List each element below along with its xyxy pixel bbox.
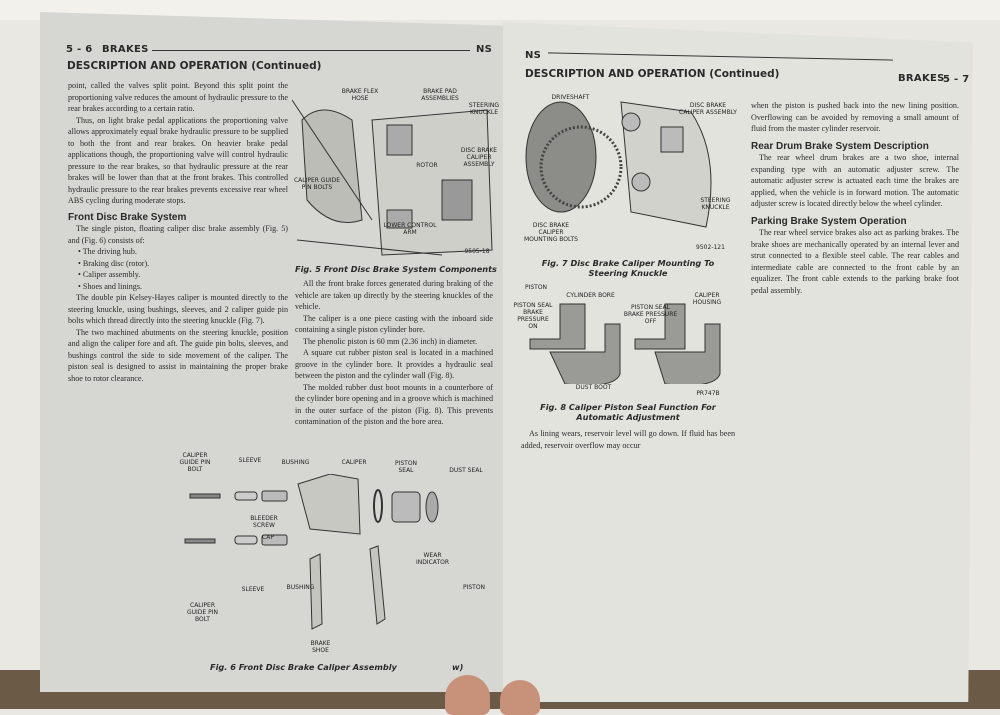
fig7-illustration bbox=[525, 101, 712, 228]
paragraph: when the piston is pushed back into the … bbox=[751, 101, 959, 133]
fig5-label: BRAKE PAD ASSEMBLIES bbox=[421, 88, 459, 102]
fig5-label: CALIPER GUIDE PIN BOLTS bbox=[293, 177, 341, 191]
fig6-label: PISTON bbox=[462, 584, 486, 591]
paragraph: The caliper is a one piece casting with … bbox=[295, 313, 493, 335]
fig6-label: BUSHING bbox=[281, 459, 310, 466]
left-page: 5 - 6 BRAKES NS DESCRIPTION AND OPERATIO… bbox=[40, 12, 505, 692]
fig8-label: CALIPER HOUSING bbox=[692, 292, 722, 306]
fig6-label: WEAR INDICATOR bbox=[415, 552, 450, 566]
page-number: 5 - 7 bbox=[943, 74, 970, 85]
fig7-label: DISC BRAKE CALIPER ASSEMBLY bbox=[679, 102, 737, 116]
fig5-label: DISC BRAKE CALIPER ASSEMBLY bbox=[460, 147, 498, 168]
section-title: DESCRIPTION AND OPERATION (Continued) bbox=[67, 60, 322, 72]
paragraph: The phenolic piston is 60 mm (2.36 inch)… bbox=[303, 336, 478, 346]
fig8-label: PISTON SEAL BRAKE PRESSURE OFF bbox=[623, 304, 678, 325]
paragraph: Thus, on light brake pedal applications … bbox=[68, 115, 288, 206]
desk-background bbox=[0, 0, 1000, 20]
section-title: DESCRIPTION AND OPERATION (Continued) bbox=[525, 68, 780, 80]
fig6-label: BRAKE SHOE bbox=[310, 640, 331, 654]
finger bbox=[500, 680, 540, 715]
fig5-label: LOWER CONTROL ARM bbox=[383, 222, 437, 236]
fig6-label: CALIPER GUIDE PIN BOLT bbox=[186, 602, 218, 623]
fig7-code: 9502-121 bbox=[696, 244, 725, 251]
fig8-code: PR747B bbox=[696, 390, 720, 397]
fig7-label: DRIVESHAFT bbox=[551, 94, 590, 101]
fig6-label: BUSHING bbox=[286, 584, 315, 591]
fig6-label: SLEEVE bbox=[238, 457, 262, 464]
fig5-label: ROTOR bbox=[416, 162, 438, 169]
paragraph: The rear wheel drum brakes are a two sho… bbox=[751, 153, 959, 208]
finger bbox=[445, 675, 490, 715]
paragraph: The rear wheel service brakes also act a… bbox=[751, 228, 959, 295]
paragraph: The double pin Kelsey-Hayes caliper is m… bbox=[68, 293, 288, 325]
fig6-label: CAP bbox=[262, 534, 274, 541]
fig6-label: SLEEVE bbox=[241, 586, 265, 593]
fig8-label: PISTON bbox=[524, 284, 548, 291]
paragraph: The two machined abutments on the steeri… bbox=[68, 327, 288, 383]
fig7-caption: Fig. 7 Disc Brake Caliper Mounting To St… bbox=[541, 258, 715, 278]
fig8-label: DUST BOOT bbox=[575, 384, 612, 391]
fig8-caption: Fig. 8 Caliper Piston Seal Function For … bbox=[540, 402, 716, 422]
paragraph: The molded rubber dust boot mounts in a … bbox=[295, 382, 493, 427]
fig8-illustration bbox=[529, 303, 721, 384]
corner-code: NS bbox=[476, 44, 493, 55]
page-number: 5 - 6 bbox=[66, 44, 93, 55]
fig6-caption-tail: w) bbox=[452, 662, 464, 672]
list-item: Braking disc (rotor). bbox=[78, 258, 288, 270]
intro-text: point, called the valves split point. Be… bbox=[68, 80, 288, 384]
right-page: NS BRAKES 5 - 7 DESCRIPTION AND OPERATIO… bbox=[503, 22, 973, 702]
paragraph: The single piston, floating caliper disc… bbox=[68, 224, 288, 245]
right-column-text: when the piston is pushed back into the … bbox=[751, 100, 959, 296]
fig6-label: BLEEDER SCREW bbox=[250, 515, 278, 529]
paragraph: All the front brake forces generated dur… bbox=[295, 279, 493, 311]
fig8-label: CYLINDER BORE bbox=[566, 292, 615, 299]
list-item: The driving hub. bbox=[78, 246, 288, 258]
paragraph: As lining wears, reservoir level will go… bbox=[521, 429, 735, 450]
parking-brake-heading: Parking Brake System Operation bbox=[751, 215, 907, 227]
chapter-title: BRAKES bbox=[898, 73, 945, 84]
fig5-label: STEERING KNUCKLE bbox=[468, 102, 500, 116]
fig5-label: BRAKE FLEX HOSE bbox=[341, 88, 379, 102]
fig6-label: PISTON SEAL bbox=[394, 460, 418, 474]
paragraph: point, called the valves split point. Be… bbox=[68, 81, 288, 113]
fig5-caption: Fig. 5 Front Disc Brake System Component… bbox=[295, 264, 497, 274]
fig8-label: PISTON SEAL BRAKE PRESSURE ON bbox=[513, 302, 553, 330]
paragraph: A square cut rubber piston seal is locat… bbox=[295, 348, 493, 380]
fig6-label: CALIPER GUIDE PIN BOLT bbox=[179, 452, 211, 473]
component-list: The driving hub. Braking disc (rotor). C… bbox=[78, 246, 288, 292]
header-rule bbox=[548, 52, 893, 61]
fig6-illustration bbox=[184, 474, 439, 630]
list-item: Shoes and linings. bbox=[78, 281, 288, 293]
list-item: Caliper assembly. bbox=[78, 269, 288, 281]
rear-drum-heading: Rear Drum Brake System Description bbox=[751, 140, 929, 152]
caliper-text: All the front brake forces generated dur… bbox=[295, 278, 493, 428]
fig6-label: CALIPER bbox=[341, 459, 367, 466]
lining-wear-text: As lining wears, reservoir level will go… bbox=[521, 428, 735, 451]
corner-code: NS bbox=[525, 50, 542, 61]
fig7-label: DISC BRAKE CALIPER MOUNTING BOLTS bbox=[524, 222, 578, 243]
fig5-illustration bbox=[292, 99, 493, 256]
front-disc-heading: Front Disc Brake System bbox=[68, 211, 187, 223]
fig6-caption: Fig. 6 Front Disc Brake Caliper Assembly bbox=[210, 662, 397, 672]
header-rule bbox=[152, 50, 470, 51]
fig7-label: STEERING KNUCKLE bbox=[700, 197, 731, 211]
fig6-label: DUST SEAL bbox=[449, 467, 483, 474]
chapter-title: BRAKES bbox=[102, 44, 149, 55]
fig5-code: 9505-18 bbox=[464, 248, 490, 255]
